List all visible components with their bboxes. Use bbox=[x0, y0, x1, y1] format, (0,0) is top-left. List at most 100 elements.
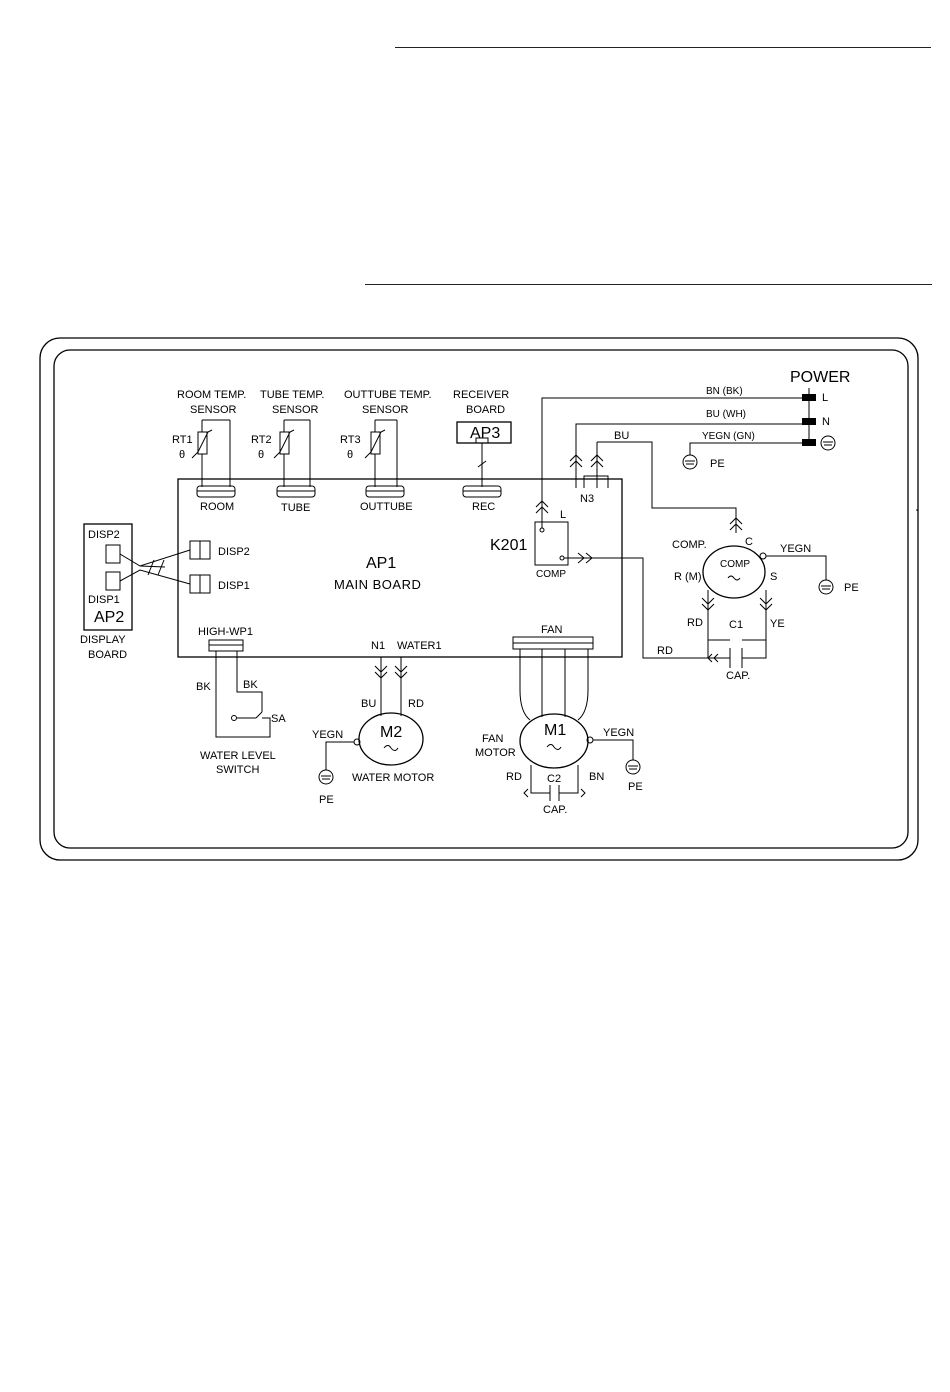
rt3-theta: θ bbox=[347, 449, 353, 461]
receiver-board-title: RECEIVER bbox=[453, 389, 509, 401]
water-switch-bk1: BK bbox=[196, 681, 211, 693]
comp-c: C bbox=[745, 536, 753, 548]
fan-motor-rd: RD bbox=[506, 771, 522, 783]
port-disp1: DISP1 bbox=[218, 580, 250, 592]
port-disp2: DISP2 bbox=[218, 546, 250, 558]
wire-l-label: BN (BK) bbox=[706, 386, 743, 397]
comp-dot-label: COMP. bbox=[672, 539, 707, 551]
fan-motor-pe: PE bbox=[628, 781, 643, 793]
water-motor-bu: BU bbox=[361, 698, 376, 710]
second-rule bbox=[365, 284, 932, 285]
stray-dot bbox=[916, 509, 918, 511]
relay-comp-lead bbox=[564, 557, 708, 659]
relay-box bbox=[534, 521, 569, 566]
water-motor-m2 bbox=[358, 712, 424, 766]
power-pe-ground bbox=[682, 442, 802, 470]
power-n: N bbox=[822, 416, 830, 428]
display-board-label-1: DISPLAY bbox=[80, 634, 126, 646]
fan-cap-label: CAP. bbox=[543, 804, 567, 816]
rt1-theta: θ bbox=[179, 449, 185, 461]
comp-bu-wire: BU bbox=[614, 430, 629, 442]
compressor-capacitor-c1 bbox=[701, 590, 773, 668]
room-sensor-sub: SENSOR bbox=[190, 404, 237, 416]
port-fan: FAN bbox=[541, 624, 562, 636]
comp-cap-c1: C1 bbox=[729, 619, 743, 631]
rt3-thermistor bbox=[364, 419, 398, 487]
main-board-ap1 bbox=[177, 478, 623, 658]
port-n3: N3 bbox=[580, 493, 594, 505]
water-motor-rd: RD bbox=[408, 698, 424, 710]
fan-capacitor-c2 bbox=[523, 765, 586, 801]
comp-yegn: YEGN bbox=[780, 543, 811, 555]
ap2-disp2: DISP2 bbox=[88, 529, 120, 541]
power-terminals bbox=[802, 388, 836, 451]
rt2-label: RT2 bbox=[251, 434, 272, 446]
rt2-thermistor bbox=[273, 419, 311, 487]
water-level-switch bbox=[215, 651, 271, 738]
fan-motor-label-2: MOTOR bbox=[475, 747, 516, 759]
outtube-connector bbox=[365, 485, 405, 498]
water-switch-bk2: BK bbox=[243, 679, 258, 691]
comp-pe: PE bbox=[844, 582, 859, 594]
port-tube: TUBE bbox=[281, 502, 310, 514]
n3-connector bbox=[569, 423, 807, 533]
display-board-label-2: BOARD bbox=[88, 649, 127, 661]
fan-motor-bn: BN bbox=[589, 771, 604, 783]
comp-rd: RD bbox=[687, 617, 703, 629]
disp2-connector bbox=[189, 540, 211, 560]
power-title: POWER bbox=[790, 369, 850, 386]
relay-k201: K201 bbox=[490, 537, 527, 554]
water-switch-label-1: WATER LEVEL bbox=[200, 750, 276, 762]
outer-frame bbox=[39, 337, 919, 861]
water-motor-name: WATER MOTOR bbox=[352, 772, 434, 784]
inner-frame bbox=[53, 349, 909, 849]
tube-sensor-sub: SENSOR bbox=[272, 404, 319, 416]
comp-ye: YE bbox=[770, 618, 785, 630]
port-rec: REC bbox=[472, 501, 495, 513]
fan-motor-yegn: YEGN bbox=[603, 727, 634, 739]
display-harness bbox=[119, 549, 191, 585]
main-board-name: MAIN BOARD bbox=[334, 577, 421, 592]
water-switch-sa: SA bbox=[271, 713, 286, 725]
ap2-code: AP2 bbox=[94, 609, 124, 626]
power-l: L bbox=[822, 392, 828, 404]
rt1-label: RT1 bbox=[172, 434, 193, 446]
water-motor-yegn: YEGN bbox=[312, 729, 343, 741]
disp1-connector bbox=[189, 574, 211, 594]
compressor-name: COMP bbox=[720, 559, 750, 570]
ap2-disp1: DISP1 bbox=[88, 594, 120, 606]
disp1-socket bbox=[105, 571, 121, 591]
rec-connector bbox=[462, 485, 502, 498]
port-water1: WATER1 bbox=[397, 640, 442, 652]
rt3-label: RT3 bbox=[340, 434, 361, 446]
outtube-sensor-sub: SENSOR bbox=[362, 404, 409, 416]
room-connector bbox=[196, 485, 236, 498]
relay-comp: COMP bbox=[536, 569, 566, 580]
comp-cap-label: CAP. bbox=[726, 670, 750, 682]
compressor-ground bbox=[759, 552, 834, 595]
tube-sensor-title: TUBE TEMP. bbox=[260, 389, 324, 401]
outtube-sensor-title: OUTTUBE TEMP. bbox=[344, 389, 432, 401]
compressor bbox=[702, 545, 766, 599]
main-board-code: AP1 bbox=[366, 555, 396, 572]
relay-l: L bbox=[560, 509, 566, 521]
water-switch-label-2: SWITCH bbox=[216, 764, 259, 776]
water-motor-pe: PE bbox=[319, 794, 334, 806]
fan-motor-m1 bbox=[519, 713, 589, 769]
water-motor-code: M2 bbox=[380, 724, 402, 741]
fan-motor-code: M1 bbox=[544, 722, 566, 739]
water-motor-ground bbox=[318, 738, 361, 785]
rt2-theta: θ bbox=[258, 449, 264, 461]
tube-connector bbox=[276, 485, 316, 498]
top-rule bbox=[395, 47, 931, 48]
port-high-wp1: HIGH-WP1 bbox=[198, 626, 253, 638]
wire-n-label: BU (WH) bbox=[706, 409, 746, 420]
port-n1: N1 bbox=[371, 640, 385, 652]
disp2-socket bbox=[105, 544, 121, 564]
water-motor-leads bbox=[374, 657, 408, 716]
wire-pe-label: YEGN (GN) bbox=[702, 431, 755, 442]
display-board-ap2 bbox=[83, 523, 133, 631]
port-outtube: OUTTUBE bbox=[360, 501, 413, 513]
fan-cap-c2: C2 bbox=[547, 773, 561, 785]
